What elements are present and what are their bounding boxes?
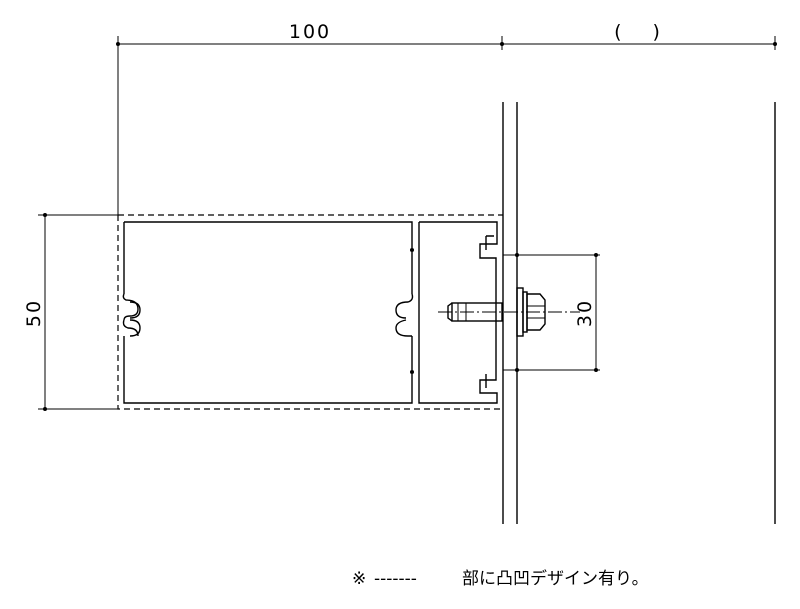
footnote: ※ ------- 部に凸凹デザイン有り。	[352, 568, 649, 589]
height-dimension-label: 50	[23, 299, 45, 327]
wall-panel	[502, 102, 776, 524]
note-text: 部に凸凹デザイン有り。	[462, 568, 649, 589]
bolt-assembly	[438, 287, 580, 337]
note-dash-sample: -------	[374, 569, 417, 589]
top-dimension: 100 ( )	[116, 21, 777, 215]
width-dimension-label: 100	[289, 21, 331, 43]
note-symbol: ※	[352, 569, 366, 589]
design-outline	[117, 214, 503, 410]
profile-main-chamber	[122, 221, 414, 404]
bolt-spacing-dimension: 30	[503, 253, 600, 372]
right-dimension-label: ( )	[614, 21, 662, 43]
bolt-spacing-label: 30	[574, 299, 596, 327]
height-dimension: 50	[23, 213, 118, 411]
profile-channel-chamber	[418, 221, 498, 404]
